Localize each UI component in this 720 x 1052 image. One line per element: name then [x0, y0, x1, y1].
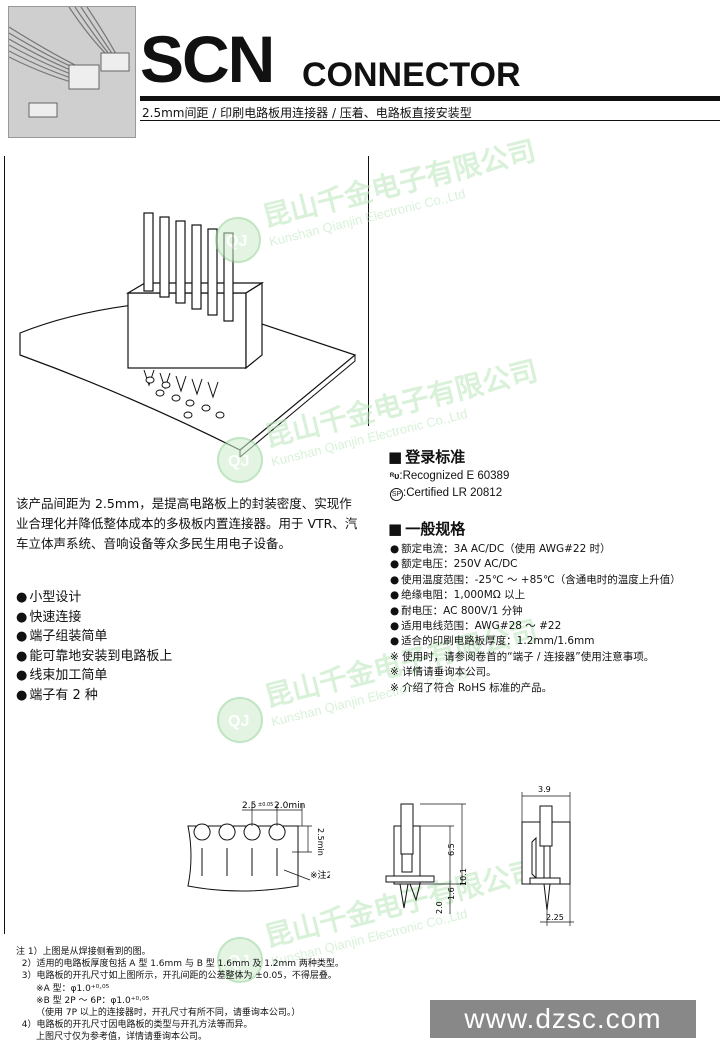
front-section-drawing: 3.9 2.25 — [521, 785, 574, 926]
dim-16: 1.6 — [447, 887, 456, 900]
cert-csa-text: :Certified LR 20812 — [403, 487, 503, 499]
spec-item: 额定电压：250V AC/DC — [390, 557, 681, 572]
spec-heading: 一般规格 — [388, 518, 465, 539]
side-section-drawing: 6.5 10.1 2.0 1.6 — [385, 803, 468, 914]
watermark-logo: QJ — [228, 713, 249, 730]
footnote-line: 上图尺寸仅为参考值，详情请垂询本公司。 — [16, 1032, 208, 1043]
feature-item: 小型设计 — [16, 588, 172, 608]
dim-101: 10.1 — [459, 868, 468, 886]
spec-item: 适用电线范围：AWG#28 ～ #22 — [390, 619, 681, 634]
footnote-line: ※B 型 2P ～ 6P：φ1.0⁺⁰·⁰⁵ — [16, 995, 150, 1006]
feature-list: 小型设计 快速连接 端子组装简单 能可靠地安装到电路板上 线束加工简单 端子有 … — [16, 588, 172, 705]
spec-item: 适合的印刷电路板厚度：1.2mm/1.6mm — [390, 634, 681, 649]
dim-20: 2.0 — [435, 901, 444, 914]
footnote-line: 注 1）上图是从焊接侧看到的图。 — [16, 947, 151, 957]
dim-pitch: 2.5 — [242, 801, 256, 811]
site-badge[interactable]: www.dzsc.com — [430, 1000, 696, 1038]
spec-list: 额定电流：3A AC/DC（使用 AWG#22 时） 额定电压：250V AC/… — [390, 542, 681, 696]
feature-item: 快速连接 — [16, 608, 172, 628]
connector-illustration — [19, 212, 357, 458]
footnote-line: 3）电路板的开孔尺寸如上图所示，开孔间距的公差整体为 ±0.05，不得层叠。 — [16, 971, 337, 982]
title-connector: CONNECTOR — [302, 56, 521, 94]
feature-item: 线束加工简单 — [16, 666, 172, 686]
dim-39: 3.9 — [538, 785, 551, 794]
spec-item: 绝缘电阻：1,000MΩ 以上 — [390, 588, 681, 603]
cert-csa: SP:Certified LR 20812 — [390, 487, 502, 501]
left-divider — [4, 156, 5, 934]
csa-icon: SP — [390, 488, 403, 501]
title-scn: SCN — [140, 22, 275, 96]
feature-item: 端子组装简单 — [16, 627, 172, 647]
footnote-line: 2）适用的电路板厚度包括 A 型 1.6mm 与 B 型 1.6mm 及 1.2… — [16, 959, 344, 970]
cert-heading: 登录标准 — [388, 446, 465, 467]
dim-min: 2.0min — [274, 801, 305, 811]
note-ref: ※注2) — [310, 869, 330, 881]
spec-note: ※ 介绍了符合 RoHS 标准的产品。 — [390, 681, 553, 694]
product-photo — [8, 6, 136, 138]
cert-ul: ᴿᴜ:Recognized E 60389 — [390, 470, 509, 482]
feature-item: 端子有 2 种 — [16, 686, 172, 706]
spec-item: 额定电流：3A AC/DC（使用 AWG#22 时） — [390, 542, 681, 557]
center-divider — [368, 156, 369, 426]
dim-pitch-tol: ±0.05 — [258, 802, 273, 808]
dim-25min: 2.5min — [316, 828, 325, 856]
spec-note: ※ 详情请垂询本公司。 — [390, 666, 497, 679]
spec-item: 使用温度范围：-25℃ ～ +85℃（含通电时的温度上升值） — [390, 573, 681, 588]
spec-item: 耐电压：AC 800V/1 分钟 — [390, 604, 681, 619]
feature-item: 能可靠地安装到电路板上 — [16, 647, 172, 667]
product-description: 该产品间距为 2.5mm，是提高电路板上的封装密度、实现作业合理化并降低整体成本… — [16, 496, 358, 551]
subtitle: 2.5mm间距 / 印刷电路板用连接器 / 压着、电路板直接安装型 — [142, 106, 472, 120]
footnotes: 注 1）上图是从焊接侧看到的图。 2）适用的电路板厚度包括 A 型 1.6mm … — [16, 946, 344, 1044]
dim-65: 6.5 — [447, 843, 456, 856]
footnote-line: （使用 7P 以上的连接器时，开孔尺寸有所不同，请垂询本公司。） — [16, 1008, 301, 1019]
footnote-line: 4）电路板的开孔尺寸因电路板的类型与开孔方法等而异。 — [16, 1020, 253, 1031]
pcb-hole-drawing: 2.5 ±0.05 2.0min 2.5min ※注2) — [187, 801, 330, 892]
spec-note: ※ 使用时，请参阅卷首的“端子 / 连接器”使用注意事项。 — [390, 650, 655, 663]
dim-225: 2.25 — [546, 913, 564, 922]
footnote-line: ※A 型：φ1.0⁺⁰·⁰⁵ — [16, 983, 110, 994]
header-rule — [140, 96, 720, 101]
cert-ul-text: :Recognized E 60389 — [399, 470, 510, 482]
header-rule-thin — [140, 120, 720, 121]
ul-icon: ᴿᴜ — [390, 471, 400, 481]
